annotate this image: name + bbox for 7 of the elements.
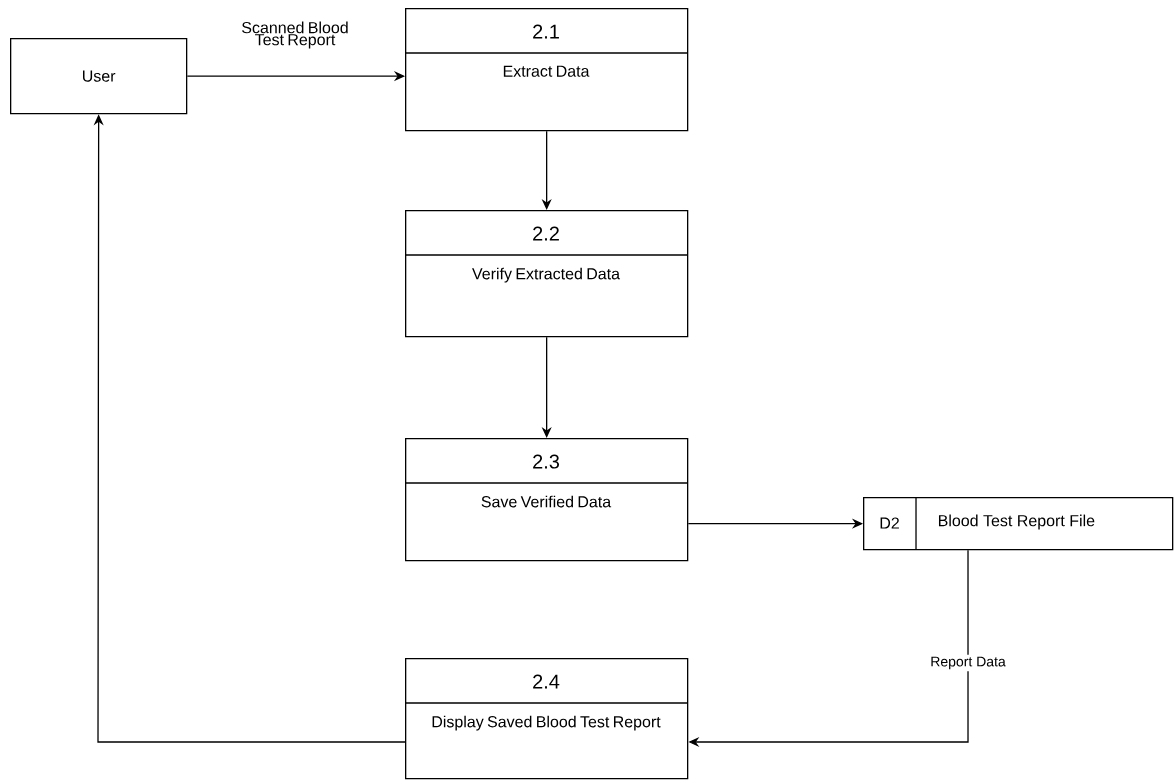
- process-box: 2.3 Save Verified Data: [404, 438, 689, 562]
- process-box: 2.1 Extract Data: [404, 8, 689, 132]
- process-box: 2.2 Verify Extracted Data: [404, 210, 689, 338]
- edge-label: Scanned Blood Test Report: [242, 21, 348, 49]
- process-box: 2.4 Display Saved Blood Test Report: [404, 658, 689, 780]
- data-store-box: D2 Blood Test Report File: [863, 496, 1174, 551]
- entity-box: User: [10, 38, 188, 115]
